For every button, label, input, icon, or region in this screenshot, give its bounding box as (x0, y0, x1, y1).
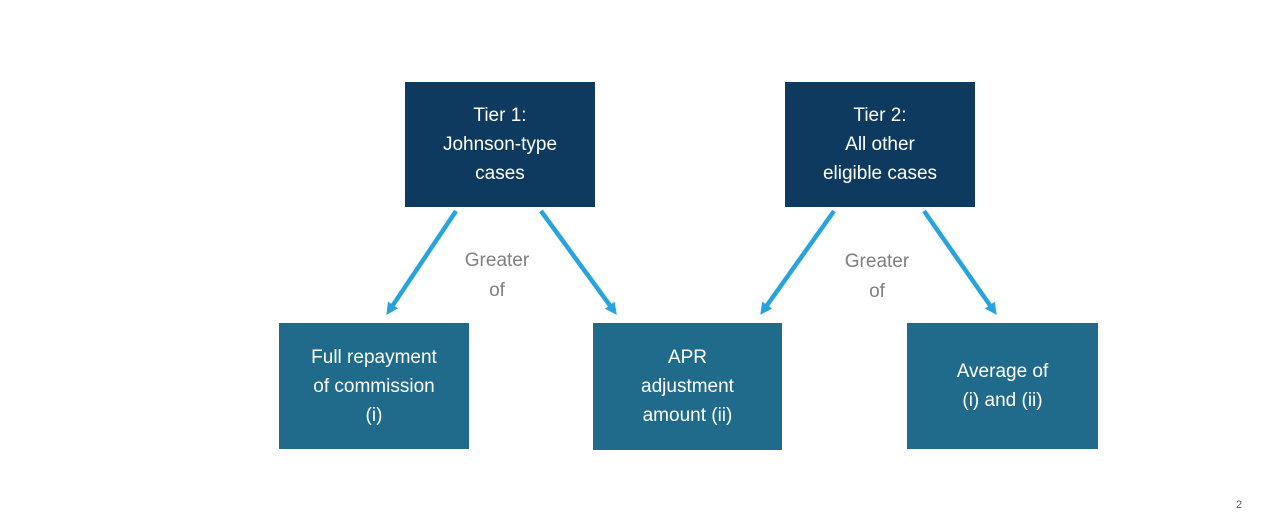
outcome-average-label: Average of (i) and (ii) (956, 361, 1049, 411)
outcome-apr-adjustment-label: APR adjustment amount (ii) (641, 347, 734, 426)
outcome-full-repayment-label: Full repayment of commission (i) (311, 346, 437, 426)
tier2-node-label: Tier 2: All other eligible cases (822, 105, 938, 184)
page-number: 2 (1236, 499, 1243, 511)
tier1-node-label: Tier 1: Johnson-type cases (442, 105, 558, 184)
outcome-average-node: Average of (i) and (ii) (907, 323, 1098, 449)
greater-of-label-tier1: Greater of (464, 250, 530, 301)
greater-of-label-tier2: Greater of (844, 251, 910, 302)
outcome-apr-adjustment-node: APR adjustment amount (ii) (593, 323, 782, 450)
tier2-node: Tier 2: All other eligible cases (785, 82, 975, 207)
outcome-full-repayment-node: Full repayment of commission (i) (279, 323, 469, 449)
tier1-node: Tier 1: Johnson-type cases (405, 82, 595, 207)
